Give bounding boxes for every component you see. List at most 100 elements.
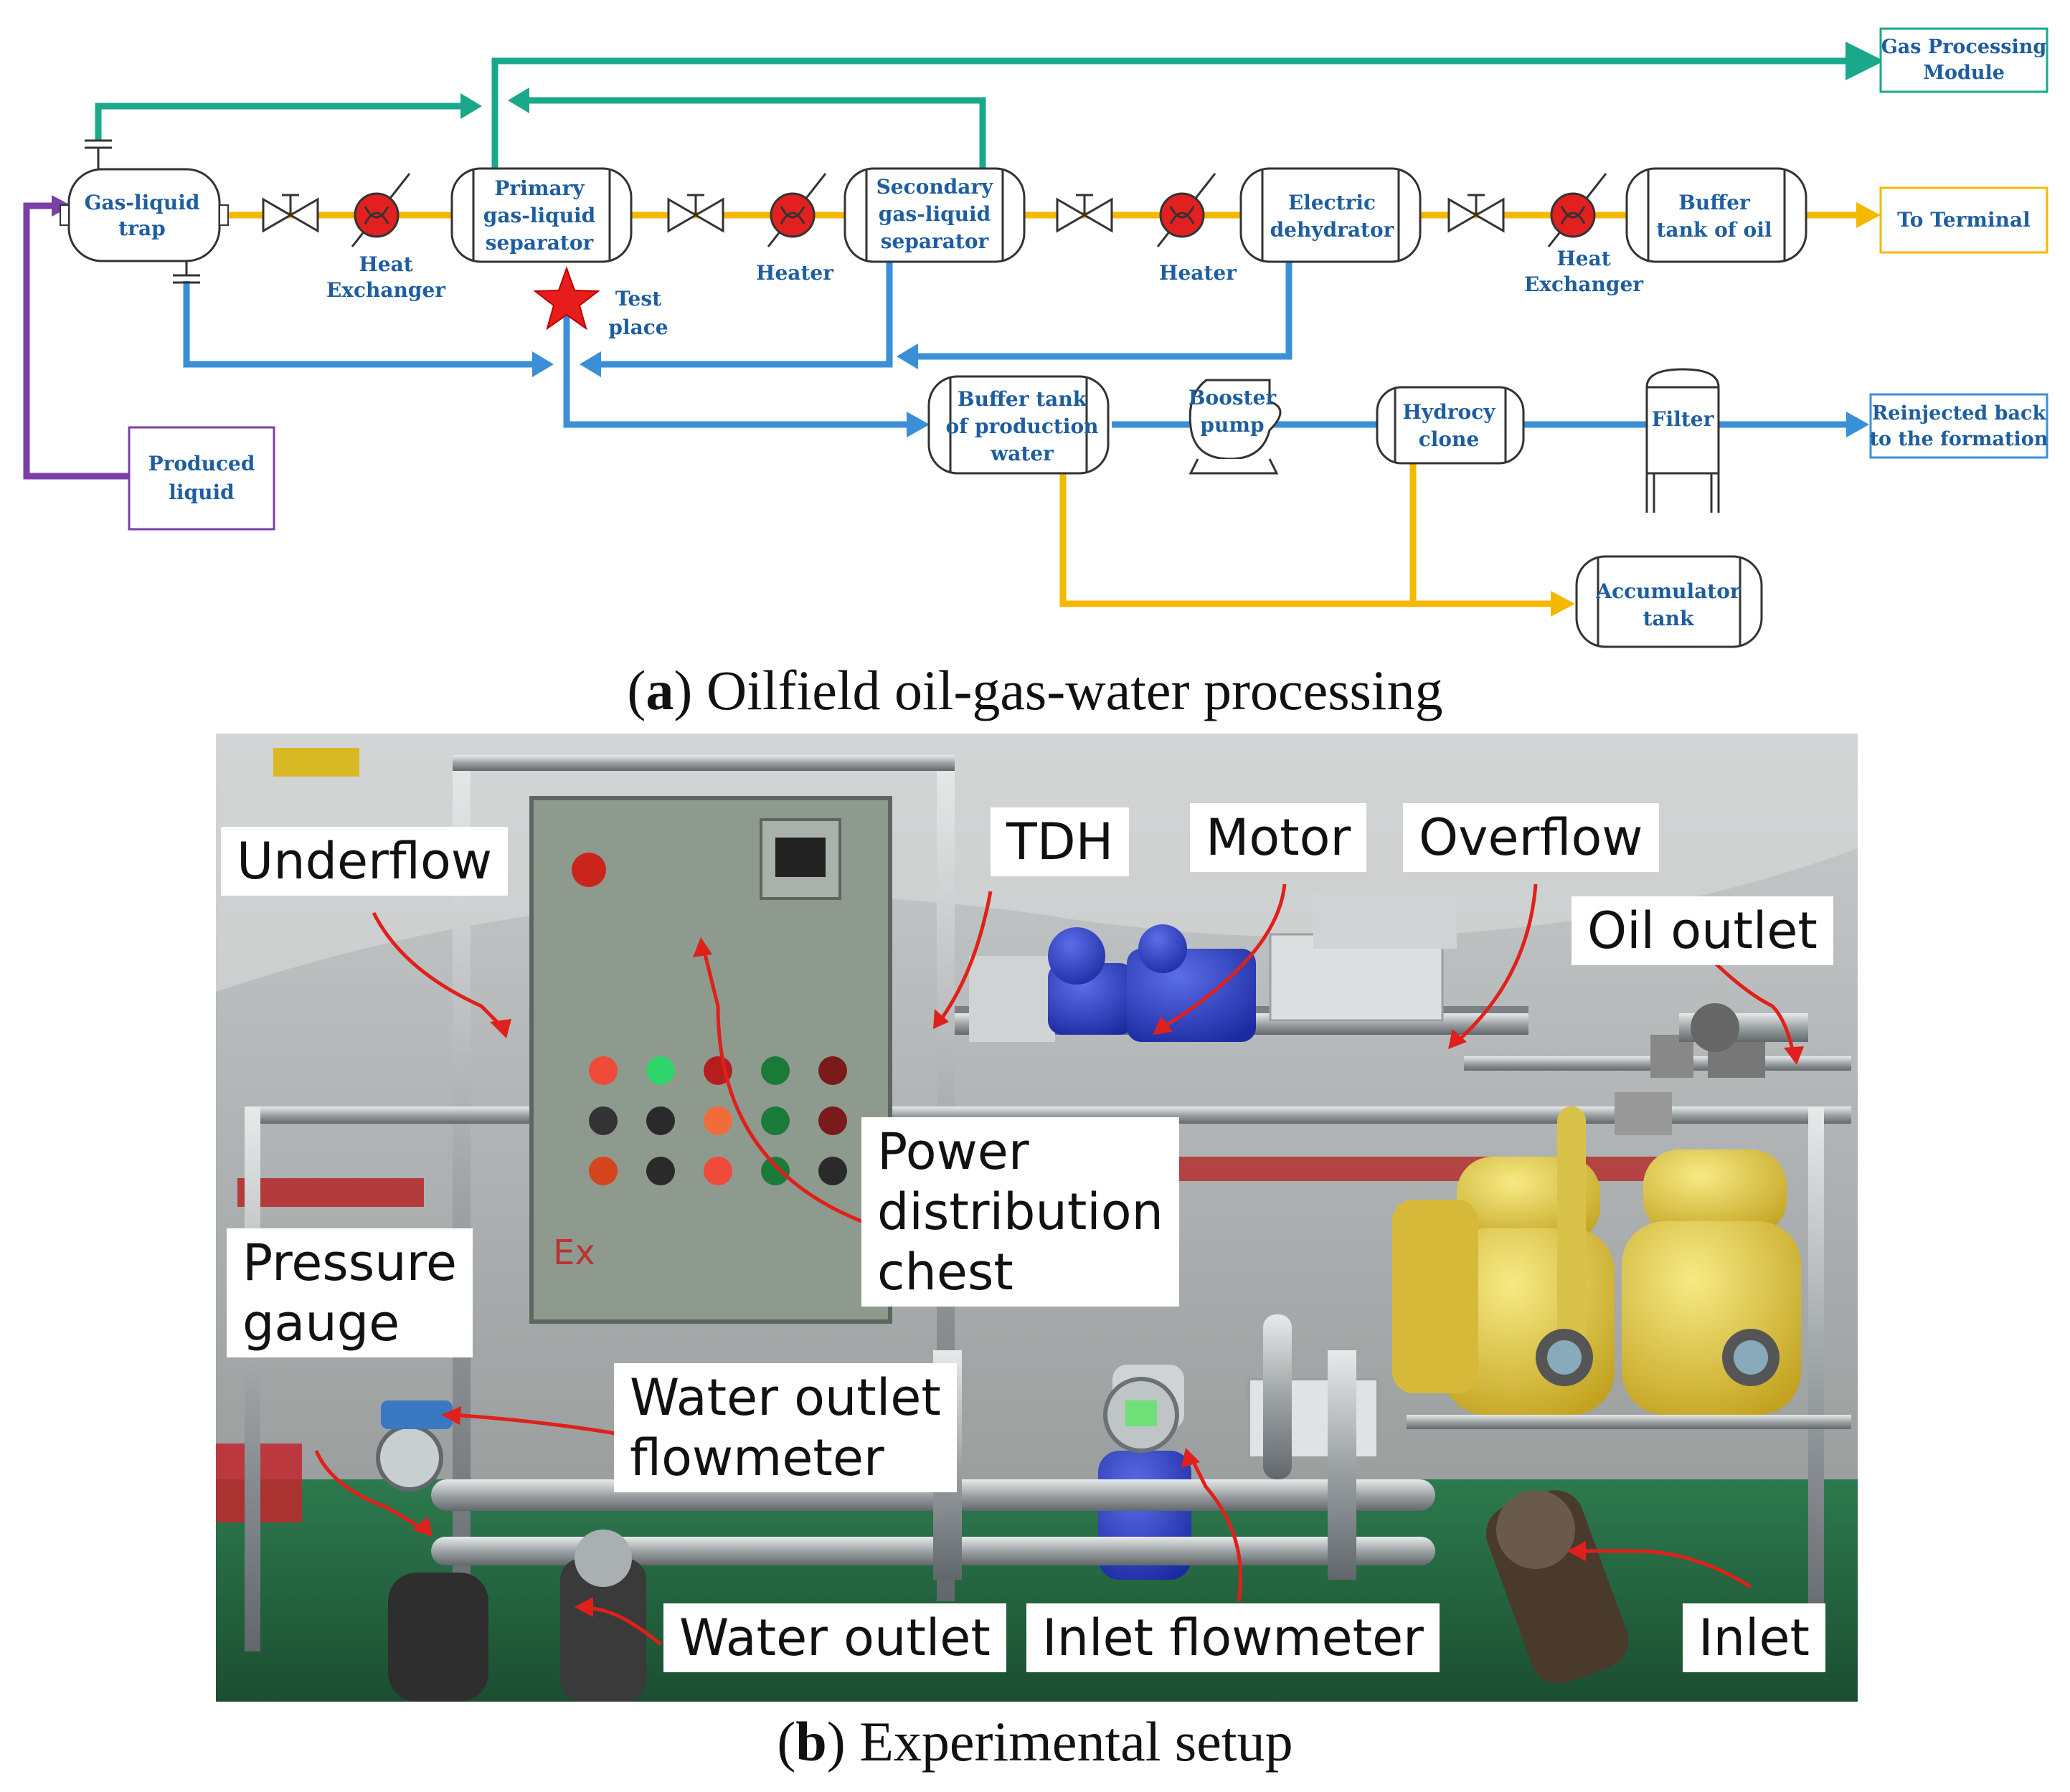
valve-4 bbox=[1447, 194, 1505, 233]
heat-exchanger-1-label-1: Heat bbox=[359, 252, 412, 276]
water-line-test-to-buffer bbox=[563, 316, 918, 428]
heat-exchanger-2-label-2: Exchanger bbox=[1524, 272, 1644, 296]
water-arrowhead-2 bbox=[580, 351, 601, 377]
callout-water-outlet-flowmeter: Water outlet flowmeter bbox=[614, 1363, 957, 1492]
oil-arrowhead-terminal bbox=[1856, 202, 1881, 228]
water-arrowhead-4 bbox=[907, 412, 930, 437]
heater-2-icon bbox=[1156, 173, 1216, 247]
heater-1-label: Heater bbox=[756, 261, 834, 285]
callout-motor: Motor bbox=[1190, 803, 1367, 872]
callout-power-line-2: distribution bbox=[877, 1182, 1163, 1241]
callout-pressure-line-1: Pressure bbox=[242, 1233, 457, 1292]
water-line-secondary-to-test bbox=[588, 255, 893, 368]
callout-arrowheads bbox=[412, 937, 1804, 1617]
valve-3 bbox=[1056, 194, 1113, 233]
oil-line-buffer-water-to-accumulator bbox=[1059, 473, 1558, 607]
water-line-dehydrator-to-secondary bbox=[905, 258, 1292, 360]
water-arrowhead-3 bbox=[897, 343, 918, 369]
experimental-setup-photo: Ex bbox=[216, 734, 1858, 1702]
arrow-motor bbox=[1161, 883, 1287, 1030]
gas-line-primary-to-gas-module bbox=[491, 42, 1884, 172]
callout-pressure-line-2: gauge bbox=[242, 1294, 400, 1352]
arrow-oil-outlet bbox=[1706, 954, 1796, 1057]
gas-liquid-trap: Gas-liquid trap bbox=[60, 139, 229, 284]
valve-2 bbox=[667, 194, 724, 233]
valve-1 bbox=[262, 194, 319, 233]
heater-1-icon bbox=[767, 173, 827, 247]
callout-power-line-1: Power bbox=[877, 1122, 1029, 1181]
caption-b: (b) Experimental setup bbox=[777, 1710, 1293, 1773]
callout-arrows bbox=[314, 883, 1796, 1646]
gas-arrowhead-2 bbox=[508, 87, 529, 113]
water-line-trap-to-test bbox=[183, 281, 545, 368]
heat-exchanger-2-label-1: Heat bbox=[1556, 247, 1610, 270]
callout-inlet-flowmeter: Inlet flowmeter bbox=[1026, 1603, 1440, 1672]
arrow-pressure-gauge bbox=[314, 1450, 425, 1532]
callout-tdh: TDH bbox=[991, 807, 1130, 876]
indicator-lights bbox=[589, 1056, 847, 1185]
heat-exchanger-1-icon bbox=[351, 173, 411, 247]
water-arrowhead-1 bbox=[532, 351, 554, 377]
trap-label-2: trap bbox=[118, 217, 165, 240]
trap-label-1: Gas-liquid bbox=[85, 191, 200, 214]
gas-arrowhead-1 bbox=[460, 93, 482, 119]
gas-line-secondary-to-primary bbox=[520, 97, 986, 172]
panel-ex-marking: Ex bbox=[553, 1233, 595, 1273]
arrow-water-outlet bbox=[588, 1606, 662, 1646]
oil-arrowhead-accumulator bbox=[1551, 591, 1575, 617]
heater-2-label: Heater bbox=[1159, 261, 1237, 285]
callout-water-outlet: Water outlet bbox=[663, 1603, 1006, 1672]
test-place-label-1: Test bbox=[615, 287, 661, 310]
arrow-power-distribution bbox=[701, 948, 862, 1223]
arrow-tdh bbox=[938, 891, 993, 1022]
gas-line-trap-to-primary bbox=[95, 103, 466, 140]
arrow-inlet bbox=[1579, 1549, 1752, 1589]
caption-a: (a) Oilfield oil-gas-water processing bbox=[627, 659, 1443, 721]
callout-power-line-3: chest bbox=[877, 1243, 1013, 1302]
callout-wof-line-2: flowmeter bbox=[630, 1428, 884, 1487]
arrow-overflow bbox=[1455, 883, 1538, 1043]
svg-text:To Terminal: To Terminal bbox=[1897, 208, 2031, 232]
heat-exchanger-2-icon bbox=[1547, 173, 1607, 247]
test-place-star-icon bbox=[533, 266, 600, 331]
heat-exchanger-1-label-2: Exchanger bbox=[326, 278, 446, 302]
arrow-inlet-flowmeter bbox=[1189, 1456, 1243, 1602]
arrow-water-outlet-flowmeter bbox=[452, 1413, 633, 1438]
callout-pressure-gauge: Pressure gauge bbox=[227, 1228, 473, 1357]
gas-lines bbox=[95, 42, 1884, 172]
svg-text:Heater: Heater bbox=[756, 261, 834, 285]
test-place-label-2: place bbox=[608, 316, 668, 339]
callout-underflow: Underflow bbox=[221, 827, 509, 896]
callout-overflow: Overflow bbox=[1403, 803, 1659, 872]
water-lines bbox=[183, 255, 1853, 428]
water-arrowhead-5 bbox=[1846, 412, 1869, 437]
callout-oil-outlet: Oil outlet bbox=[1572, 896, 1833, 965]
callout-wof-line-1: Water outlet bbox=[630, 1368, 941, 1427]
